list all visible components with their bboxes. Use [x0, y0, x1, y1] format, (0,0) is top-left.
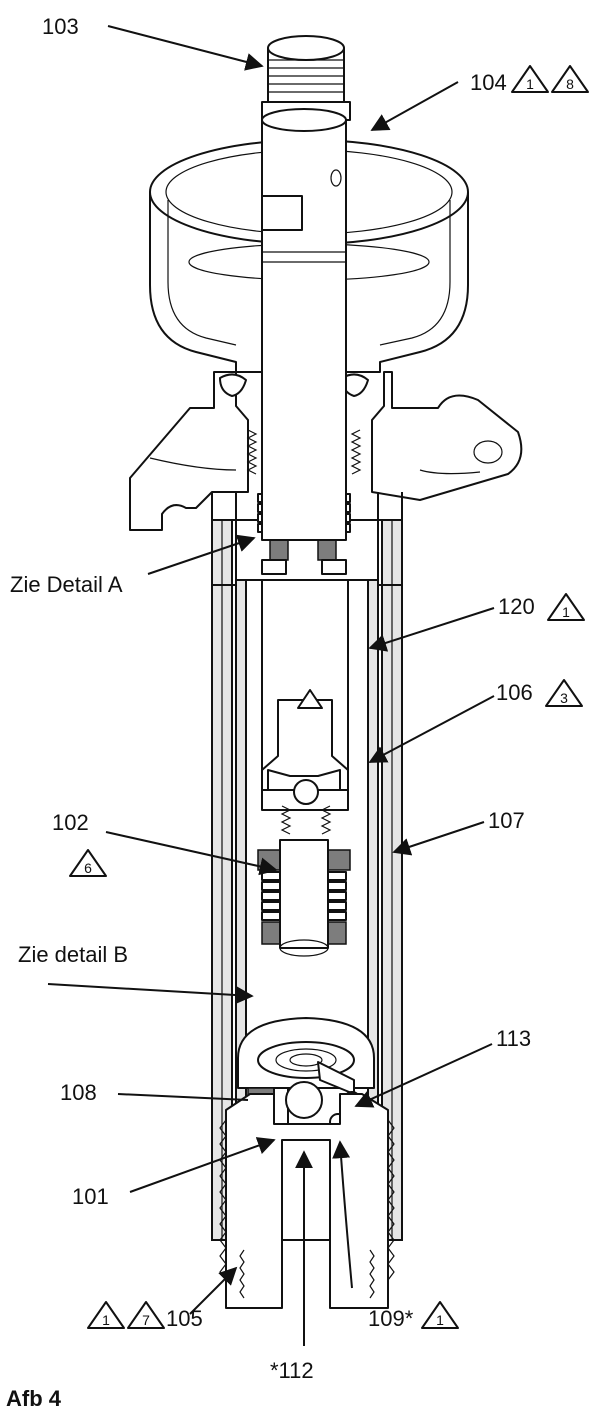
warning-triangle-6: 6: [69, 849, 107, 877]
label-detail-b: Zie detail B: [18, 942, 128, 967]
svg-text:6: 6: [84, 860, 92, 876]
figure-label: Afb 4: [6, 1386, 62, 1411]
warning-triangle-1-c: 1: [87, 1301, 125, 1329]
leader-101: [129, 1137, 276, 1193]
leader-106: [368, 695, 495, 763]
leader-108: [117, 1093, 249, 1101]
warning-triangle-1-b: 1: [547, 593, 585, 621]
warning-triangle-3: 3: [545, 679, 583, 707]
leader-105: [189, 1266, 238, 1315]
label-105: 105: [166, 1306, 203, 1331]
leader-107: [392, 821, 485, 856]
leader-detail-b: [47, 983, 254, 1005]
warning-triangle-8: 8: [551, 65, 589, 93]
pump-drawing: [129, 35, 523, 1309]
warning-triangle-1-a: 1: [511, 65, 549, 93]
svg-text:8: 8: [566, 76, 574, 92]
svg-text:1: 1: [562, 604, 570, 620]
piston-assembly: [257, 579, 351, 957]
leader-113: [354, 1043, 493, 1108]
label-104: 104: [470, 70, 507, 95]
displacement-rod-103: [261, 35, 351, 541]
svg-text:1: 1: [436, 1312, 444, 1328]
leader-103: [107, 25, 264, 71]
leader-102: [105, 831, 278, 876]
svg-text:1: 1: [102, 1312, 110, 1328]
svg-text:7: 7: [142, 1312, 150, 1328]
svg-text:1: 1: [526, 76, 534, 92]
label-103: 103: [42, 14, 79, 39]
label-108: 108: [60, 1080, 97, 1105]
label-113: 113: [496, 1026, 531, 1051]
leader-109: [332, 1140, 353, 1289]
label-109: 109*: [368, 1306, 414, 1331]
warning-triangle-1-d: 1: [421, 1301, 459, 1329]
label-112: *112: [270, 1358, 314, 1383]
label-120: 120: [498, 594, 535, 619]
label-106: 106: [496, 680, 533, 705]
leader-lines: [47, 25, 495, 1346]
label-107: 107: [488, 808, 525, 833]
leader-104: [370, 81, 459, 131]
label-102: 102: [52, 810, 89, 835]
svg-text:3: 3: [560, 690, 568, 706]
leader-120: [368, 607, 495, 652]
label-101: 101: [72, 1184, 109, 1209]
label-detail-a: Zie Detail A: [10, 572, 123, 597]
callout-labels: 103 104 1 8 Zie Detail A 120 1 106 3 107…: [6, 14, 589, 1411]
warning-triangle-7: 7: [127, 1301, 165, 1329]
leader-detail-a: [147, 534, 256, 575]
